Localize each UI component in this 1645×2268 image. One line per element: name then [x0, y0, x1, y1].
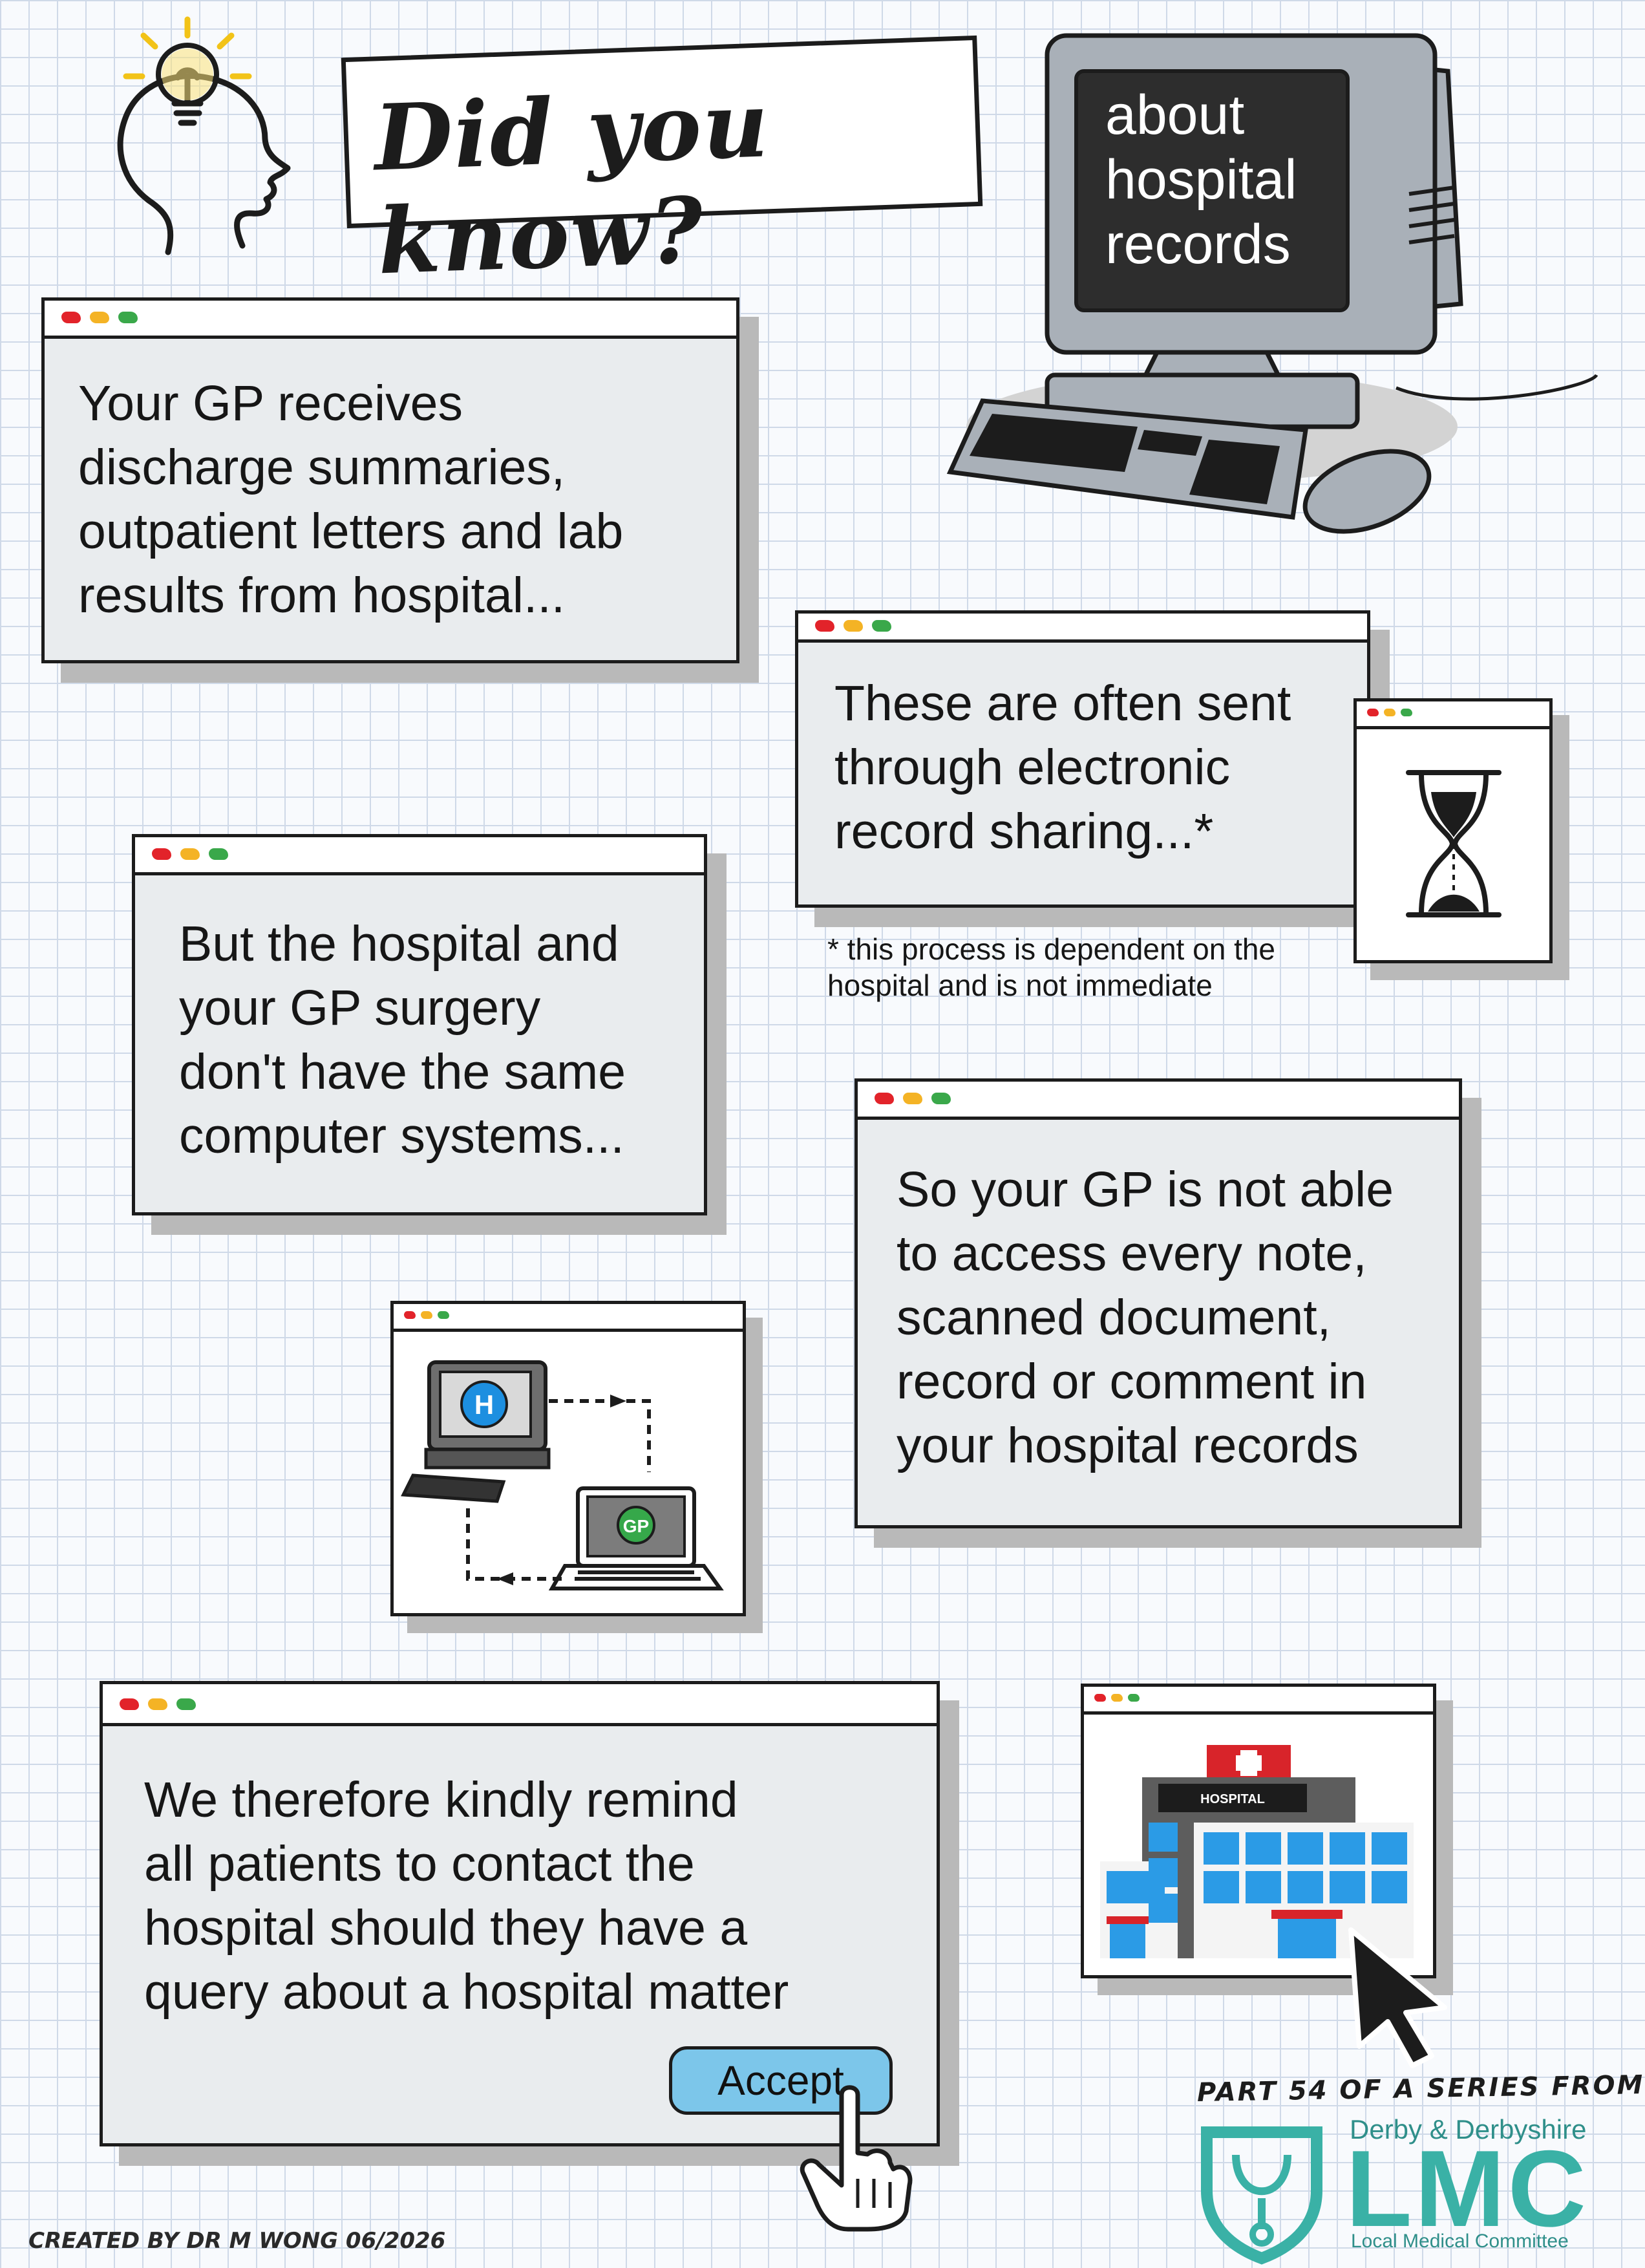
green-dot-icon	[438, 1311, 449, 1319]
record-sharing-window: H GP	[390, 1301, 746, 1616]
mouse-cursor-icon	[1348, 1927, 1447, 2068]
green-dot-icon	[209, 848, 228, 860]
org-abbreviation: LMC	[1346, 2128, 1589, 2249]
panel-text: We therefore kindly remind all patients …	[144, 1772, 789, 2020]
window-title-bar	[135, 837, 704, 875]
hospital-window: HOSPITAL	[1081, 1684, 1436, 1978]
window-title-bar	[798, 614, 1367, 643]
red-dot-icon	[875, 1093, 894, 1104]
h-badge-label: H	[474, 1389, 494, 1420]
window-title-bar	[858, 1082, 1459, 1120]
window-title-bar	[1357, 701, 1549, 729]
green-dot-icon	[176, 1698, 196, 1710]
idea-head-icon	[117, 16, 291, 255]
info-panel-gp-receives: Your GP receives discharge summaries, ou…	[41, 297, 739, 663]
green-dot-icon	[118, 312, 138, 323]
info-panel-no-access: So your GP is not able to access every n…	[854, 1078, 1462, 1528]
yellow-dot-icon	[903, 1093, 922, 1104]
window-title-bar	[45, 301, 736, 339]
red-dot-icon	[815, 620, 834, 632]
yellow-dot-icon	[421, 1311, 432, 1319]
hourglass-icon	[1406, 770, 1502, 917]
yellow-dot-icon	[844, 620, 863, 632]
panel-text: These are often sent through electronic …	[834, 676, 1291, 859]
green-dot-icon	[1128, 1694, 1140, 1702]
panel-text: Your GP receives discharge summaries, ou…	[78, 376, 624, 623]
lmc-shield-logo	[1201, 2126, 1322, 2265]
hospital-sign-label: HOSPITAL	[1200, 1792, 1265, 1806]
window-title-bar	[103, 1684, 937, 1726]
yellow-dot-icon	[180, 848, 200, 860]
desktop-computer-illustration	[946, 33, 1598, 534]
yellow-dot-icon	[1384, 709, 1396, 716]
window-title-bar	[394, 1304, 743, 1332]
red-dot-icon	[404, 1311, 416, 1319]
footnote: * this process is dependent on the hospi…	[827, 932, 1276, 1002]
gp-badge-label: GP	[623, 1516, 649, 1536]
panel-text: But the hospital and your GP surgery don…	[179, 916, 626, 1164]
red-dot-icon	[61, 312, 81, 323]
page-title: Did you know?	[372, 72, 772, 295]
red-dot-icon	[1367, 709, 1379, 716]
yellow-dot-icon	[1111, 1694, 1123, 1702]
red-dot-icon	[1094, 1694, 1106, 1702]
info-panel-reminder: We therefore kindly remind all patients …	[100, 1681, 940, 2146]
green-dot-icon	[931, 1093, 951, 1104]
org-full-name: Local Medical Committee	[1351, 2231, 1569, 2252]
hospital-gp-exchange-illustration: H GP	[401, 1360, 724, 1590]
hourglass-window	[1353, 698, 1553, 963]
yellow-dot-icon	[148, 1698, 167, 1710]
green-dot-icon	[1401, 709, 1412, 716]
info-panel-electronic-sharing: These are often sent through electronic …	[795, 610, 1370, 908]
red-dot-icon	[152, 848, 171, 860]
yellow-dot-icon	[90, 312, 109, 323]
panel-text: So your GP is not able to access every n…	[897, 1162, 1394, 1473]
series-label: PART 54 OF A SERIES FROM	[1196, 2070, 1645, 2108]
title-box: Did you know?	[341, 35, 983, 295]
org-region: Derby & Derbyshire	[1350, 2114, 1587, 2145]
info-panel-different-systems: But the hospital and your GP surgery don…	[132, 834, 707, 1215]
monitor-screen-text: about hospital records	[1105, 84, 1297, 275]
red-dot-icon	[120, 1698, 139, 1710]
green-dot-icon	[872, 620, 891, 632]
pointing-hand-icon	[800, 2085, 913, 2232]
hospital-building-illustration: HOSPITAL	[1100, 1745, 1414, 1958]
window-title-bar	[1084, 1687, 1433, 1715]
credit-line: CREATED BY DR M WONG 06/2026	[28, 2228, 446, 2254]
